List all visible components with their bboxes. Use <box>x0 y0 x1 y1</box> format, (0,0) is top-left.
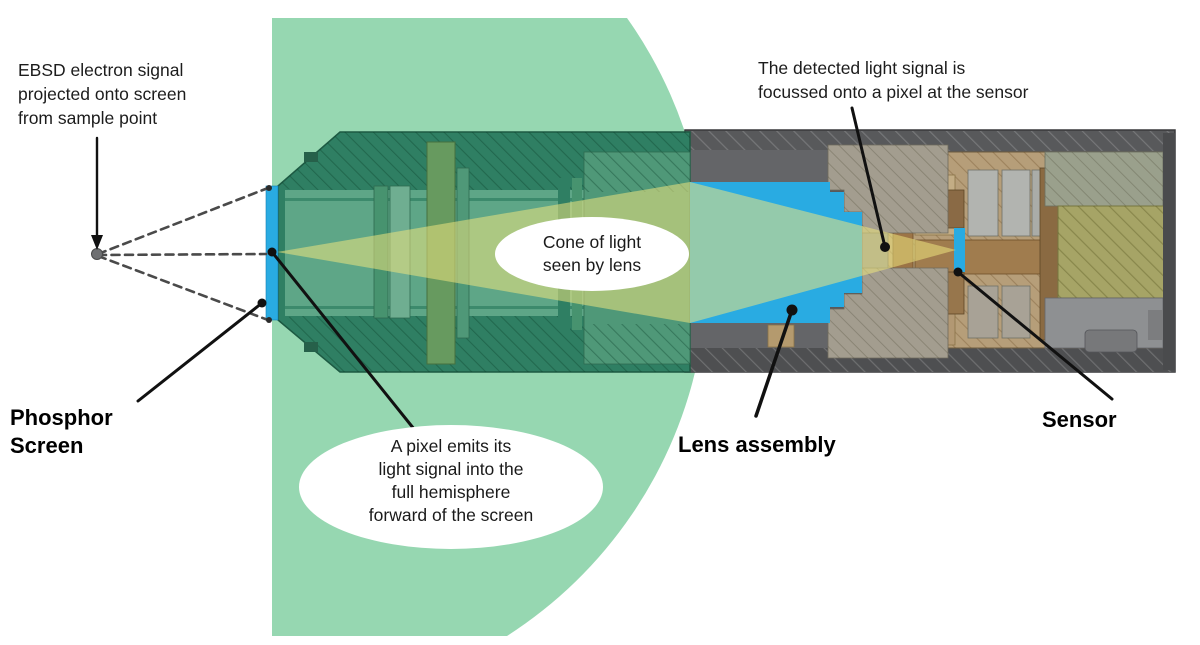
rear-end-cap <box>1163 133 1175 370</box>
cone-of-light-bubble <box>495 217 689 291</box>
lens-bay-bottom-wall <box>685 323 830 348</box>
cone-bubble-line1: Cone of light <box>543 232 641 252</box>
cad-detail-block <box>1148 310 1163 340</box>
ray-end-dot <box>266 185 272 191</box>
arrow-down-icon <box>91 235 103 250</box>
cad-detail-block <box>967 285 999 339</box>
electron-ray-middle <box>96 252 268 257</box>
pixel-bubble-line3: full hemisphere <box>392 482 511 502</box>
pointer-dot <box>953 267 963 277</box>
barrel-rear-hatch <box>584 324 690 364</box>
pointer-dot <box>786 304 798 316</box>
pixel-bubble-line1: A pixel emits its <box>391 436 512 456</box>
pixel-bubble-pointer-line <box>270 250 416 431</box>
lens-mount-bottom-hatch <box>828 268 948 358</box>
pixel-bubble-line2: light signal into the <box>379 459 524 479</box>
barrel-inner-line <box>285 306 690 309</box>
cone-bubble-line2: seen by lens <box>543 255 642 275</box>
olive-component-hatch <box>1058 206 1165 298</box>
lens-pointer-line <box>754 308 794 418</box>
diagram-text: EBSD electron signal projected onto scre… <box>10 58 1117 525</box>
sample-point-dot <box>91 248 103 260</box>
cad-detail-block <box>967 169 999 237</box>
sensor-label: Sensor <box>1042 407 1117 432</box>
detected-annotation-line2: focussed onto a pixel at the sensor <box>758 82 1029 102</box>
lens-assembly-label: Lens assembly <box>678 432 837 457</box>
electron-ray-bottom <box>96 254 270 322</box>
barrel-inner-line <box>285 198 690 201</box>
ray-end-dot <box>266 317 272 323</box>
cad-detail-block <box>1044 297 1164 349</box>
callouts <box>91 106 1114 431</box>
cad-detail-block <box>1084 329 1138 353</box>
phosphor-screen-label-line2: Screen <box>10 433 83 458</box>
pixel-bubble-line4: forward of the screen <box>369 505 533 525</box>
cad-detail-block <box>1001 169 1031 237</box>
casing-top-hatch <box>685 131 1175 151</box>
detected-annotation-line1: The detected light signal is <box>758 58 965 78</box>
detected-signal-pointer-line <box>850 106 887 249</box>
electron-ray-top <box>96 186 270 256</box>
sensor-pointer-line <box>956 270 1114 401</box>
phosphor-screen-label-line1: Phosphor <box>10 405 113 430</box>
lens-mount-top-hatch <box>828 145 948 233</box>
cad-detail-block <box>304 342 318 352</box>
pointer-dot <box>880 242 890 252</box>
cad-detail-hatch <box>1045 152 1163 206</box>
emitting-pixel-dot <box>267 247 277 257</box>
ebsd-annotation-line2: projected onto screen <box>18 84 186 104</box>
ebsd-annotation-line3: from sample point <box>18 108 157 128</box>
cad-detail-block <box>304 152 318 162</box>
pixel-emits-bubble <box>299 425 603 549</box>
pointer-dot <box>257 298 267 308</box>
phosphor-pointer-line <box>136 301 264 403</box>
lens-bay-top-wall <box>685 150 830 182</box>
ebsd-annotation-line1: EBSD electron signal <box>18 60 183 80</box>
sensor-strip <box>954 228 965 272</box>
